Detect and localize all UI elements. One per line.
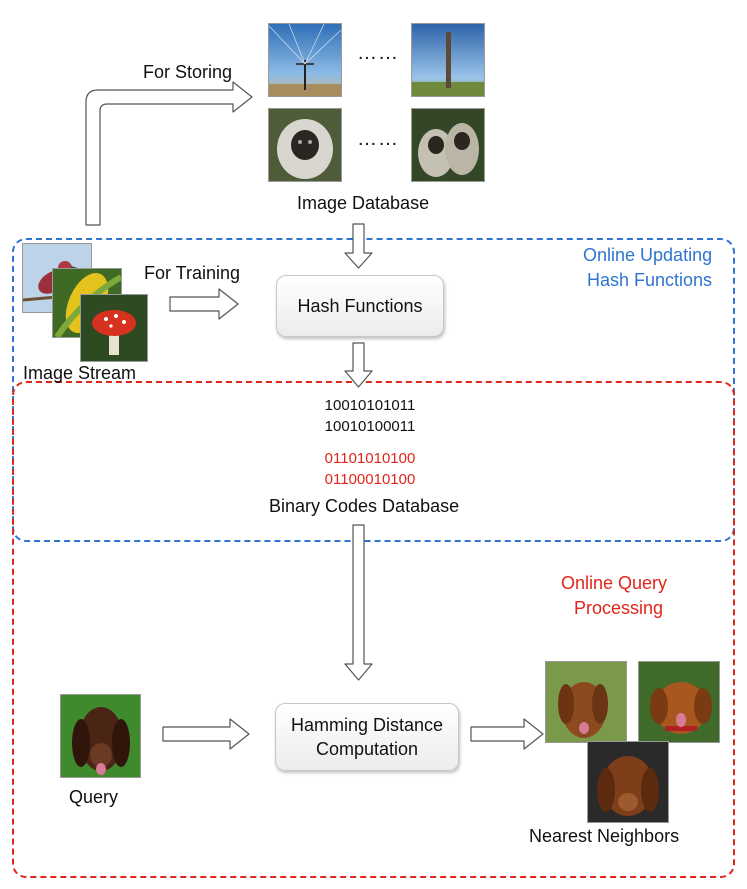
online-query-region	[12, 381, 735, 878]
query-image-dog	[60, 694, 141, 778]
neighbor-image-dog-3	[587, 741, 669, 823]
ellipsis-bottom: ……	[357, 128, 399, 150]
hash-functions-box: Hash Functions	[276, 275, 444, 337]
arrow-hamming-to-neighbors	[470, 718, 544, 750]
arrow-database-to-hash	[344, 223, 373, 269]
hash-functions-label: Hash Functions	[297, 295, 423, 316]
query-label: Query	[69, 787, 119, 807]
online-query-label-line1: Online Query	[561, 573, 668, 593]
hamming-label-line2: Computation	[315, 739, 419, 759]
online-updating-label-line1: Online Updating	[583, 245, 713, 265]
stream-image-mushroom	[80, 294, 148, 362]
arrow-hash-to-codes	[344, 342, 373, 388]
database-image-monkey	[268, 108, 342, 182]
ellipsis-top: ……	[357, 42, 399, 64]
image-database-label: Image Database	[297, 193, 430, 213]
binary-code-new-1: 01101010100	[324, 450, 416, 467]
arrow-query-to-hamming	[162, 718, 250, 750]
for-training-label: For Training	[144, 263, 241, 283]
arrow-for-storing	[85, 81, 253, 226]
online-query-label-line2: Processing	[574, 598, 664, 618]
neighbor-image-dog-1	[545, 661, 627, 743]
database-image-monkeys	[411, 108, 485, 182]
arrow-for-training	[169, 288, 239, 320]
for-storing-label: For Storing	[143, 62, 233, 82]
neighbor-image-dog-2	[638, 661, 720, 743]
hamming-label-line1: Hamming Distance	[290, 715, 444, 735]
arrow-codes-to-hamming	[344, 524, 373, 681]
database-image-powerline	[268, 23, 342, 97]
database-image-pole	[411, 23, 485, 97]
hamming-distance-box: Hamming Distance Computation	[275, 703, 459, 771]
binary-code-new-2: 01100010100	[324, 471, 416, 488]
online-updating-label-line2: Hash Functions	[587, 270, 713, 290]
binary-code-2: 10010100011	[324, 418, 416, 435]
binary-code-1: 10010101011	[324, 397, 416, 414]
nearest-neighbors-label: Nearest Neighbors	[529, 826, 680, 846]
binary-codes-database-label: Binary Codes Database	[269, 496, 460, 516]
image-stream-label: Image Stream	[23, 363, 137, 383]
